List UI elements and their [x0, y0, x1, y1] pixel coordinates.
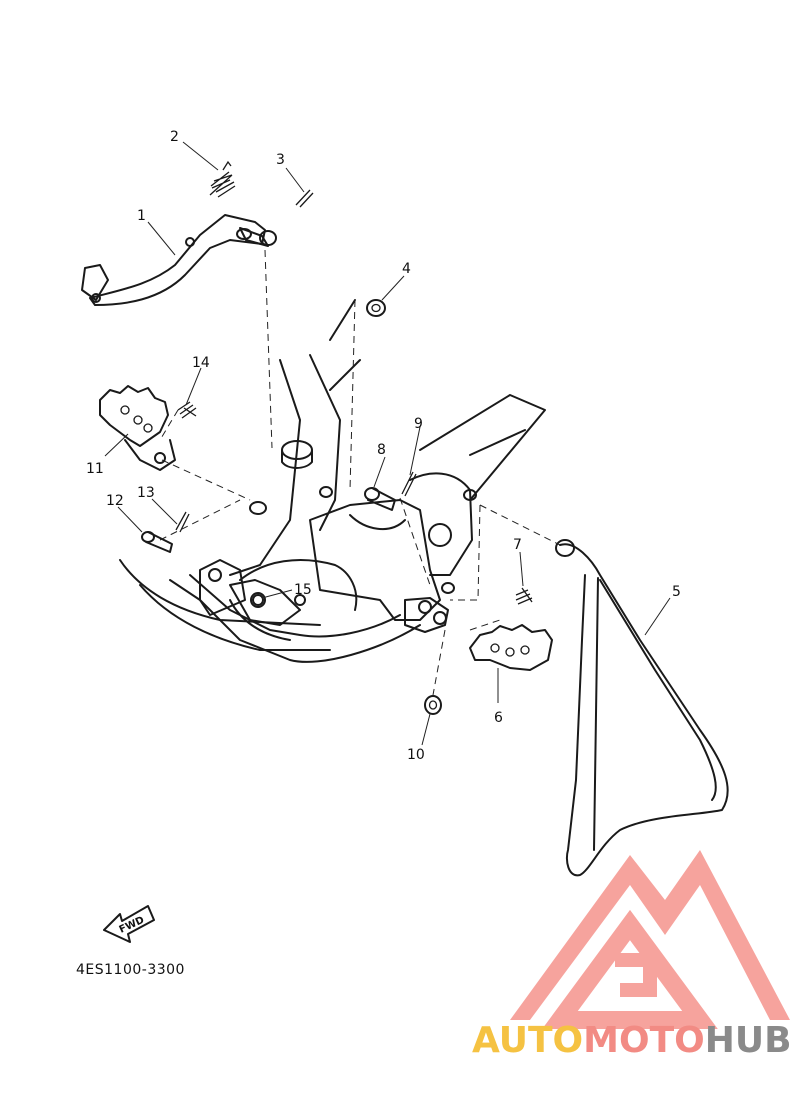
- washer-10: [424, 695, 442, 715]
- callout-6: 6: [494, 710, 503, 726]
- watermark-logo-icon: [510, 850, 790, 1029]
- callout-8: 8: [377, 442, 386, 458]
- cotter-pin-9: [401, 471, 417, 497]
- fwd-arrow-icon: FWD: [103, 905, 155, 943]
- footrest-spring-left: [177, 401, 197, 419]
- callout-2: 2: [170, 129, 179, 145]
- bolt-8: [364, 487, 396, 511]
- callout-15: 15: [294, 582, 312, 598]
- drawing-code: 4ES1100-3300: [76, 962, 185, 978]
- watermark-moto: MOTO: [583, 1020, 705, 1061]
- callout-1: 1: [137, 208, 146, 224]
- footrest-pin-left: [141, 531, 173, 553]
- frame-chassis: [119, 299, 546, 663]
- callout-10: 10: [407, 747, 425, 763]
- callout-3: 3: [276, 152, 285, 168]
- callout-9: 9: [414, 416, 423, 432]
- washer-4: [366, 299, 386, 317]
- callout-11: 11: [86, 461, 104, 477]
- bolt-15: [252, 594, 264, 606]
- brake-pedal: [81, 214, 277, 306]
- watermark-text: AUTOMOTOHUB: [472, 1020, 792, 1061]
- leader-lines: [104, 141, 671, 746]
- footrest-spring-right: [515, 587, 533, 605]
- side-stand: [555, 539, 729, 877]
- callout-14: 14: [192, 355, 210, 371]
- assembly-lines: [159, 249, 561, 696]
- watermark-hub: HUB: [705, 1020, 792, 1061]
- cotter-pin: [295, 189, 314, 208]
- callout-4: 4: [402, 261, 411, 277]
- return-spring: [209, 160, 236, 198]
- callout-7: 7: [513, 537, 522, 553]
- callout-13: 13: [137, 485, 155, 501]
- watermark-auto: AUTO: [472, 1020, 583, 1061]
- callout-5: 5: [672, 584, 681, 600]
- callouts: 2 3 1 4 14 11 9 8 12 13 7 5 15 6 10: [86, 129, 681, 763]
- footrest-left: [99, 385, 176, 471]
- footrest-right: [469, 624, 553, 671]
- callout-12: 12: [106, 493, 124, 509]
